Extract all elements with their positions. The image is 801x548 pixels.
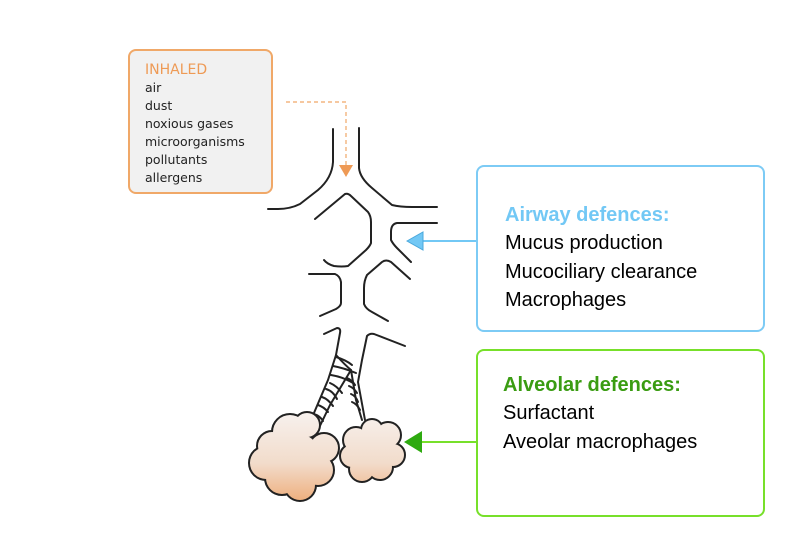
- alveoli-left: [248, 411, 340, 502]
- inhaled-item: dust: [145, 98, 173, 113]
- alveolar-defences-box: Alveolar defences: Surfactant Aveolar ma…: [476, 349, 765, 517]
- inhaled-title: INHALED: [145, 62, 208, 78]
- airway-defences-box: Airway defences: Mucus production Mucoci…: [476, 165, 765, 332]
- inhaled-item: air: [145, 80, 162, 95]
- airway-defences-title: Airway defences:: [505, 204, 670, 226]
- airway-defence-item: Mucociliary clearance: [505, 260, 698, 283]
- alveolar-pointer-arrow: [404, 431, 476, 453]
- airway-pointer-arrow: [405, 231, 476, 251]
- inhaled-item: microorganisms: [145, 134, 245, 149]
- alveolar-defences-title: Alveolar defences:: [503, 374, 681, 396]
- inhaled-item: allergens: [145, 170, 203, 185]
- alveolar-defence-item: Aveolar macrophages: [503, 430, 698, 453]
- alveoli-right: [339, 418, 406, 483]
- airway-defence-item: Macrophages: [505, 289, 627, 311]
- alveolar-defence-item: Surfactant: [503, 402, 595, 424]
- airway-defence-item: Mucus production: [505, 232, 663, 254]
- bronchial-tree: [267, 127, 438, 431]
- inhaled-item: pollutants: [145, 152, 208, 167]
- inhaled-box: INHALED air dust noxious gases microorga…: [128, 49, 273, 194]
- inhaled-item: noxious gases: [145, 116, 234, 131]
- inhale-arrow: [286, 101, 353, 177]
